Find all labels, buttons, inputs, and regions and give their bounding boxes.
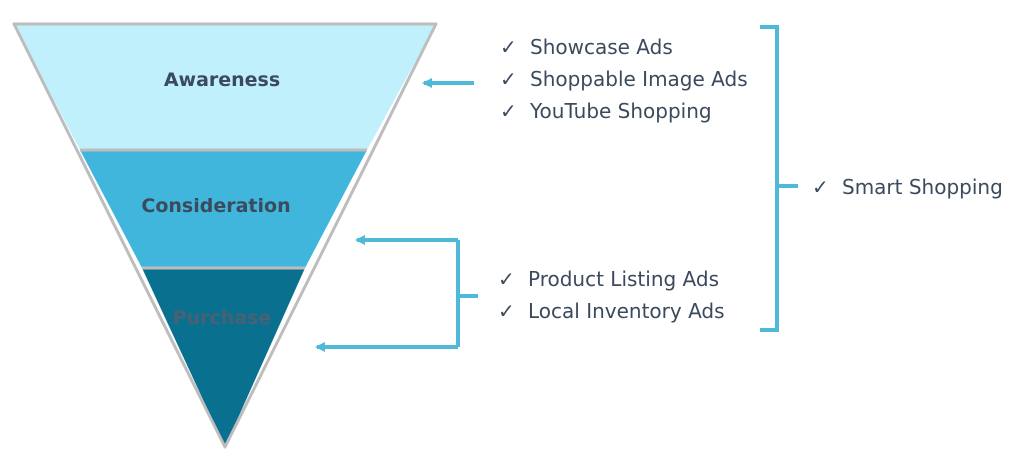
- check-icon: ✓: [812, 175, 829, 199]
- check-icon: ✓: [500, 35, 517, 59]
- awareness-ads-list: ✓ Showcase Ads ✓ Shoppable Image Ads ✓ Y…: [500, 31, 748, 127]
- check-icon: ✓: [498, 267, 515, 291]
- check-icon: ✓: [498, 299, 515, 323]
- smart-shopping-bracket: [760, 25, 779, 332]
- check-icon: ✓: [500, 99, 517, 123]
- ad-label: Local Inventory Ads: [528, 299, 725, 323]
- list-item: ✓ Product Listing Ads: [498, 263, 725, 295]
- ad-label: Showcase Ads: [530, 35, 673, 59]
- stage-label-awareness: Awareness: [164, 69, 280, 91]
- ad-label: Smart Shopping: [842, 175, 1003, 199]
- ad-label: Shoppable Image Ads: [530, 67, 748, 91]
- funnel-segment-purchase: [142, 268, 305, 447]
- lower-funnel-ads-list: ✓ Product Listing Ads ✓ Local Inventory …: [498, 263, 725, 327]
- stage-label-purchase: Purchase: [173, 307, 272, 329]
- stage-label-consideration: Consideration: [141, 195, 290, 217]
- list-item: ✓ YouTube Shopping: [500, 95, 748, 127]
- ad-label: Product Listing Ads: [528, 267, 719, 291]
- check-icon: ✓: [500, 67, 517, 91]
- ad-label: YouTube Shopping: [530, 99, 712, 123]
- list-item: ✓ Smart Shopping: [812, 171, 1003, 203]
- funnel-segment-consideration: [80, 150, 367, 268]
- list-item: ✓ Shoppable Image Ads: [500, 63, 748, 95]
- funnel-segment-awareness: [14, 24, 436, 150]
- funnel-outline: [12, 22, 438, 449]
- list-item: ✓ Showcase Ads: [500, 31, 748, 63]
- full-funnel-ads-list: ✓ Smart Shopping: [812, 171, 1003, 203]
- list-item: ✓ Local Inventory Ads: [498, 295, 725, 327]
